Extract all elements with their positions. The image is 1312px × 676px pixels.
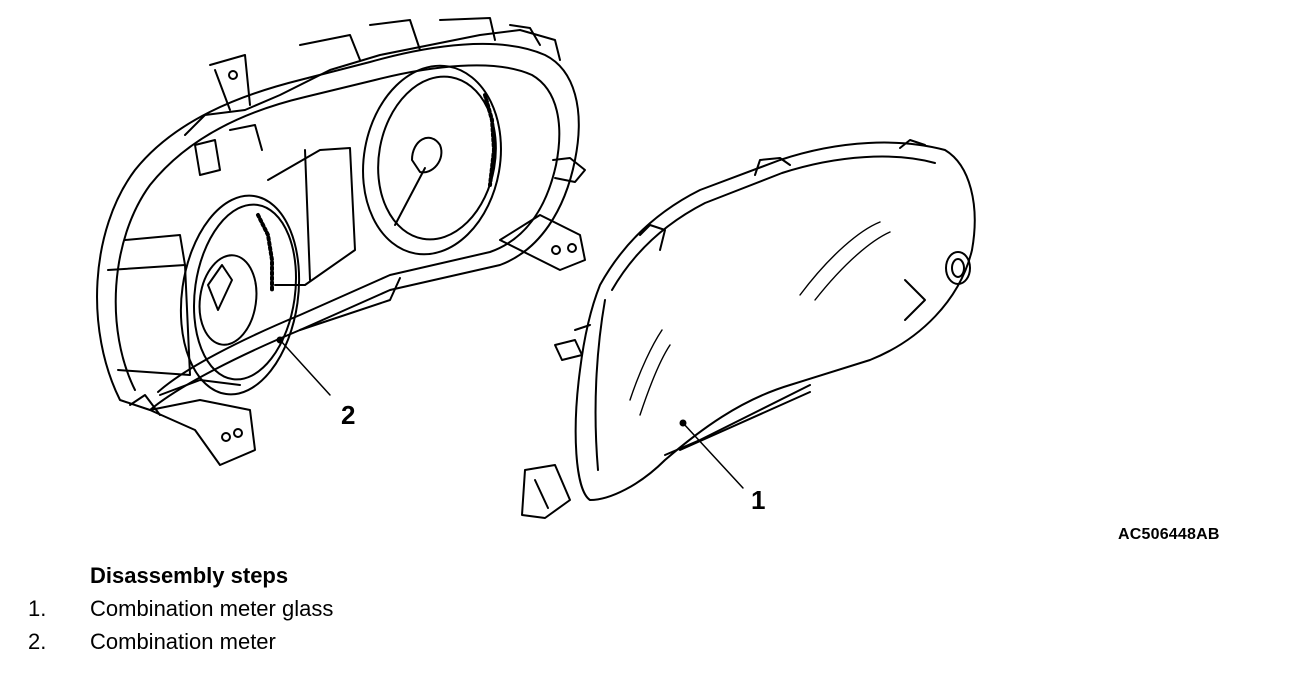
- step-number: 1.: [28, 596, 47, 621]
- disassembly-steps-list: Disassembly steps 1. Combination meter g…: [28, 560, 333, 658]
- step-label: Combination meter glass: [90, 596, 334, 621]
- callout-number-1: 1: [751, 485, 765, 515]
- step-number: 2.: [28, 629, 47, 654]
- steps-title: Disassembly steps: [90, 563, 289, 588]
- step-label: Combination meter: [90, 629, 276, 654]
- leader-line-1: [679, 419, 744, 489]
- combination-meter-drawing: [96, 17, 586, 466]
- leader-line-2: [276, 336, 331, 396]
- exploded-view-illustration: 2 1: [96, 17, 976, 519]
- step-item: 2. Combination meter: [28, 625, 333, 658]
- callout-number-2: 2: [341, 400, 355, 430]
- combination-meter-glass-drawing: [521, 139, 976, 519]
- figure-id: AC506448AB: [1118, 526, 1220, 543]
- step-item: 1. Combination meter glass: [28, 592, 333, 625]
